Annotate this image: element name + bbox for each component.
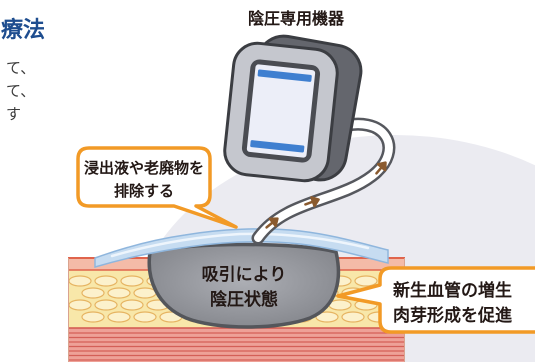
fat-cell [81, 311, 105, 323]
flow-arrow-icon [265, 217, 279, 229]
section-heading: 療法 [1, 17, 45, 43]
tube-core [254, 120, 393, 242]
muscle-layer [68, 328, 405, 362]
callout-text-line: 肉芽形成を促進 [393, 305, 512, 326]
callout-bubble [76, 146, 238, 229]
dressing-highlight [110, 232, 370, 258]
device-screen [246, 64, 316, 158]
callout-text-line: 新生血管の増生 [393, 280, 512, 301]
callout-bubble-fill [338, 268, 535, 332]
device-screen-bar-top [257, 69, 312, 82]
fat-cell [94, 299, 118, 311]
intro-text-line: て、 [6, 59, 35, 77]
fat-cell [120, 299, 144, 311]
callout-text-line: 排除する [114, 182, 174, 200]
device-label: 陰圧専用機器 [248, 9, 345, 28]
callout-bubble-border [336, 266, 535, 334]
callout-text-line: 浸出液や老廃物を [84, 159, 204, 177]
suction-tube [251, 117, 396, 245]
flow-arrow-icon [375, 161, 387, 175]
device-screen-bar-bottom [250, 140, 305, 153]
negative-pressure-device [223, 34, 363, 183]
fat-cell [107, 311, 131, 323]
fat-cell [68, 299, 92, 311]
fat-cell [81, 287, 105, 299]
callout-exudate: 浸出液や老廃物を 排除する [76, 146, 238, 229]
intro-text-line: す [6, 105, 21, 123]
fat-cell [354, 275, 378, 287]
flow-arrow-icon [304, 196, 320, 208]
muscle-fibers [69, 332, 404, 361]
foam-dressing [94, 228, 389, 269]
intro-text-line: て、 [6, 82, 35, 100]
fat-cell [94, 275, 118, 287]
callout-granulation: 新生血管の増生 肉芽形成を促進 [336, 266, 535, 334]
wound-label-line: 吸引により [202, 265, 287, 285]
fat-cell [341, 311, 365, 323]
wound-label-line: 陰圧状態 [210, 289, 278, 310]
wound: 吸引により 陰圧状態 [147, 242, 341, 329]
fat-cell [68, 275, 92, 287]
fat-cell [133, 311, 157, 323]
fat-cell [133, 287, 157, 299]
fat-cell [107, 287, 131, 299]
fat-cell [120, 275, 144, 287]
flow-arrows [265, 161, 387, 229]
wound-cavity [147, 242, 341, 329]
